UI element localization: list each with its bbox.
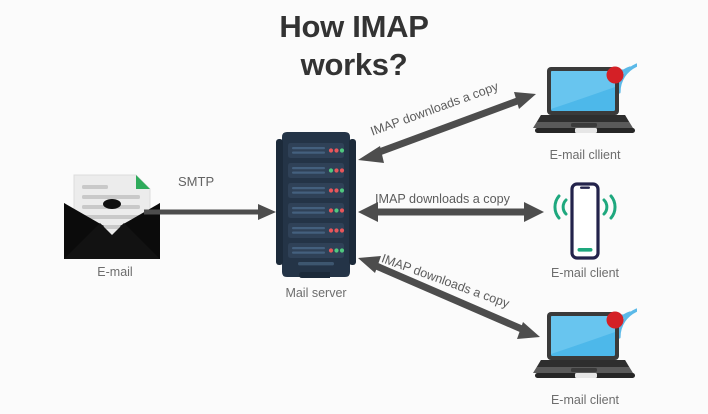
email-client-phone-icon [545, 180, 625, 262]
mail-server-icon [276, 131, 356, 278]
email-client-top-caption: E-mail cllient [549, 148, 621, 162]
page-title: How IMAP works? [154, 8, 554, 84]
page-title-line-2: works? [300, 46, 408, 82]
page-title-line-1: How IMAP [279, 9, 429, 44]
laptop-top-svg [533, 63, 639, 133]
email-envelope-icon [60, 163, 170, 263]
email-client-laptop-bottom-icon [533, 305, 639, 385]
phone-svg [553, 182, 617, 260]
email-client-middle-caption: E-mail client [550, 266, 620, 280]
arrow-imap-bottom [358, 256, 540, 339]
arrow-label-smtp: SMTP [178, 174, 215, 189]
email-client-bottom-caption: E-mail client [550, 393, 620, 407]
arrow-label-imap-bottom: IMAP downloads a copy [379, 251, 512, 311]
email-envelope-svg [64, 174, 160, 259]
arrow-label-imap-middle: IMAP downloads a copy [375, 192, 510, 206]
wifi-arcs-icon [553, 194, 617, 220]
arrow-label-imap-top: IMAP downloads a copy [368, 79, 501, 139]
laptop-bottom-svg [533, 308, 639, 378]
email-caption: E-mail [97, 265, 133, 279]
mail-server-caption: Mail server [285, 286, 347, 300]
mail-server-svg [276, 132, 356, 278]
email-client-laptop-top-icon [533, 60, 639, 140]
server-slots [288, 143, 345, 258]
